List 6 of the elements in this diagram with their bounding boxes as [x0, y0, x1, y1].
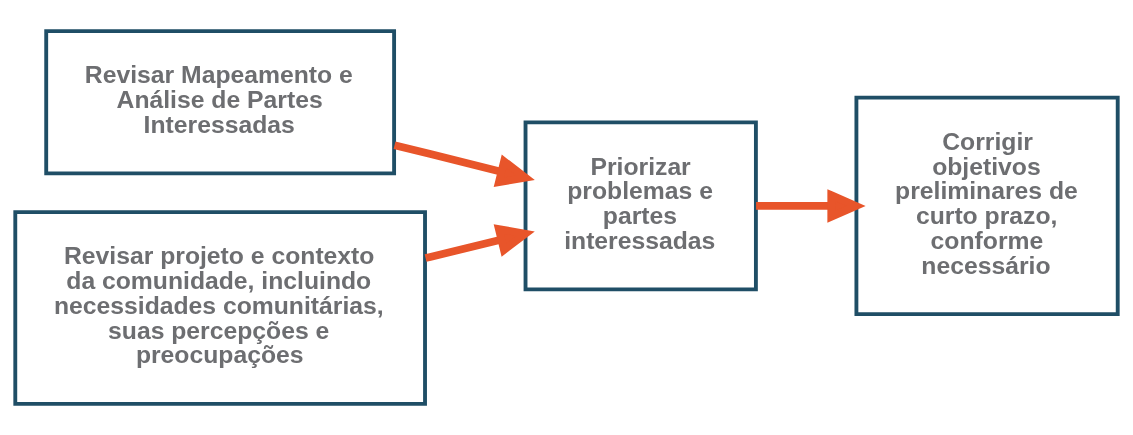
- node-box: Revisar projeto e contexto da comunidade, incluindo necessidades comunitárias, suas percepções e preocupações: [13, 210, 427, 406]
- node-box: Revisar Mapeamento e Análise de Partes Interessadas: [44, 29, 397, 176]
- node-box: Priorizar problemas e partes interessadas: [523, 120, 758, 292]
- arrow: [424, 224, 535, 262]
- arrow: [393, 141, 535, 188]
- node-box: Corrigir objetivos preliminares de curto prazo, conforme necessário: [854, 95, 1120, 317]
